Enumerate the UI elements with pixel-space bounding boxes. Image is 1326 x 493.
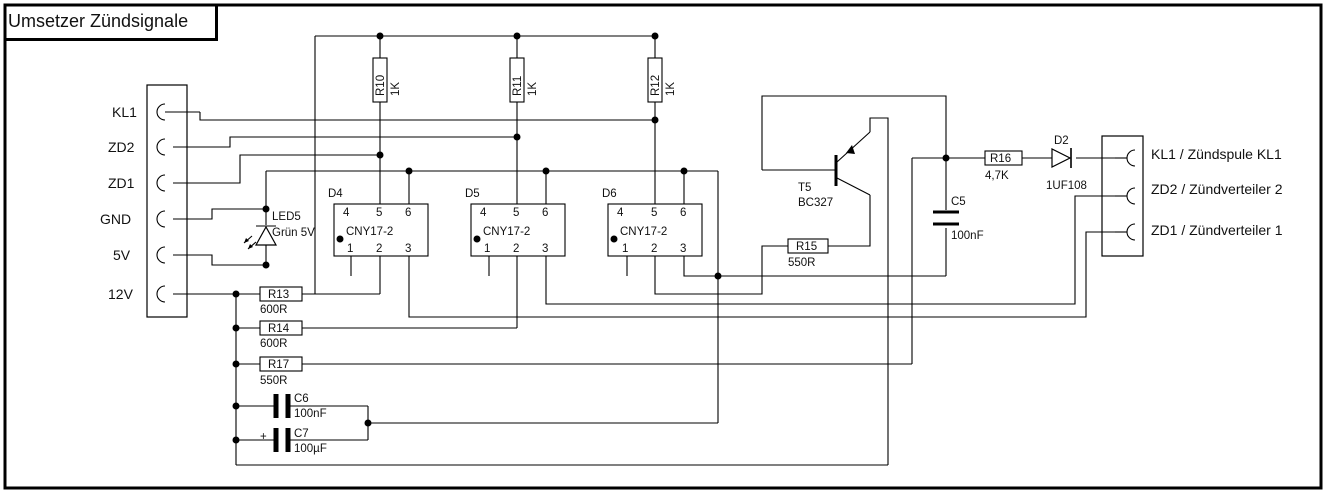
r11-ref: R11 (512, 76, 524, 96)
resistor-r16: R16 4,7K (984, 150, 1023, 182)
r16-value: 4,7K (985, 170, 1009, 182)
capacitor-c5: C5 100nF (933, 196, 984, 242)
c7-value: 100µF (294, 443, 327, 455)
pin-label-gnd: GND (100, 211, 131, 227)
d5-pin2: 2 (513, 243, 519, 255)
d6-pin3: 3 (680, 243, 686, 255)
d6-type: CNY17-2 (620, 226, 667, 238)
d6-pin2: 2 (651, 243, 657, 255)
d5-pin3: 3 (542, 243, 548, 255)
r17-ref: R17 (268, 359, 289, 371)
d5-ref: D5 (465, 188, 480, 200)
input-connector (146, 84, 188, 318)
d2-ref: D2 (1054, 135, 1069, 147)
d6-pin6: 6 (680, 207, 686, 219)
d4-pin6: 6 (405, 207, 411, 219)
pin-label-zd2: ZD2 (108, 139, 135, 155)
d6-pin1: 1 (622, 243, 628, 255)
c5-value: 100nF (951, 230, 984, 242)
outer-frame (3, 3, 1323, 490)
d6-ref: D6 (602, 188, 617, 200)
led-5: LED5 Grün 5V (243, 211, 315, 250)
resistor-r10: R10 1K (372, 57, 402, 103)
capacitor-c7: + C7 100µF (260, 428, 327, 455)
c6-value: 100nF (294, 408, 327, 420)
d4-type: CNY17-2 (346, 226, 393, 238)
diode-d2: D2 1UF108 (1046, 135, 1087, 192)
resistor-r13: R13 600R (259, 286, 303, 316)
resistor-r14: R14 600R (259, 320, 303, 350)
r10-value: 1K (390, 82, 402, 96)
optocoupler-d5: D5 CNY17-2 4 5 6 1 2 3 (465, 188, 566, 257)
r13-value: 600R (260, 304, 288, 316)
r14-ref: R14 (268, 323, 290, 335)
r13-ref: R13 (268, 289, 289, 301)
d4-pin2: 2 (376, 243, 382, 255)
r14-value: 600R (260, 338, 288, 350)
resistor-r11: R11 1K (509, 57, 539, 103)
optocoupler-d4: D4 CNY17-2 4 5 6 1 2 3 (328, 188, 429, 257)
d5-pin5: 5 (513, 207, 519, 219)
d5-type: CNY17-2 (483, 226, 530, 238)
pin-label-5v: 5V (113, 247, 131, 263)
optocoupler-d6: D6 CNY17-2 4 5 6 1 2 3 (602, 188, 703, 257)
r15-ref: R15 (796, 241, 817, 253)
c5-ref: C5 (951, 196, 966, 208)
d5-pin6: 6 (542, 207, 548, 219)
output-label-zd1: ZD1 / Zündverteiler 1 (1151, 222, 1283, 238)
junction-dots (232, 32, 950, 444)
page-title: Umsetzer Zündsignale (8, 11, 189, 31)
d5-pin1: 1 (484, 243, 490, 255)
led5-ref: LED5 (272, 211, 301, 223)
r11-value: 1K (527, 82, 539, 96)
c7-ref: C7 (294, 428, 309, 440)
d4-ref: D4 (328, 188, 343, 200)
led5-value: Grün 5V (272, 227, 315, 239)
t5-ref: T5 (798, 182, 811, 194)
c6-ref: C6 (294, 393, 309, 405)
output-labels: KL1 / Zündspule KL1 ZD2 / Zündverteiler … (1151, 146, 1283, 238)
output-label-zd2: ZD2 / Zündverteiler 2 (1151, 181, 1283, 197)
capacitor-c6: C6 100nF (273, 393, 327, 420)
resistor-r17: R17 550R (259, 356, 303, 387)
d6-pin5: 5 (651, 207, 657, 219)
c7-plus: + (260, 431, 267, 443)
output-terminals (1115, 149, 1136, 241)
connector-terminals (156, 103, 200, 303)
d4-pin5: 5 (376, 207, 382, 219)
r16-ref: R16 (990, 153, 1011, 165)
d4-pin1: 1 (347, 243, 353, 255)
resistor-r15: R15 550R (787, 238, 829, 269)
r12-value: 1K (665, 82, 677, 96)
t5-type: BC327 (798, 197, 833, 209)
d5-pin4: 4 (480, 207, 487, 219)
r17-value: 550R (260, 375, 288, 387)
d2-type: 1UF108 (1046, 180, 1087, 192)
output-connector (1101, 135, 1144, 257)
r10-ref: R10 (375, 75, 387, 96)
d4-pin3: 3 (405, 243, 411, 255)
d4-pin4: 4 (343, 207, 350, 219)
title-box (4, 5, 218, 41)
resistor-r12: R12 1K (647, 57, 677, 103)
wires (173, 35, 1115, 466)
connector-pin-labels: KL1 ZD2 ZD1 GND 5V 12V (100, 104, 137, 302)
pin-label-12v: 12V (108, 286, 134, 302)
d6-pin4: 4 (617, 207, 624, 219)
r15-value: 550R (788, 257, 816, 269)
pin-label-zd1: ZD1 (108, 175, 135, 191)
pin-label-kl1: KL1 (112, 104, 137, 120)
transistor-t5: T5 BC327 (798, 131, 871, 209)
r12-ref: R12 (650, 75, 662, 96)
output-label-kl1: KL1 / Zündspule KL1 (1151, 146, 1282, 162)
